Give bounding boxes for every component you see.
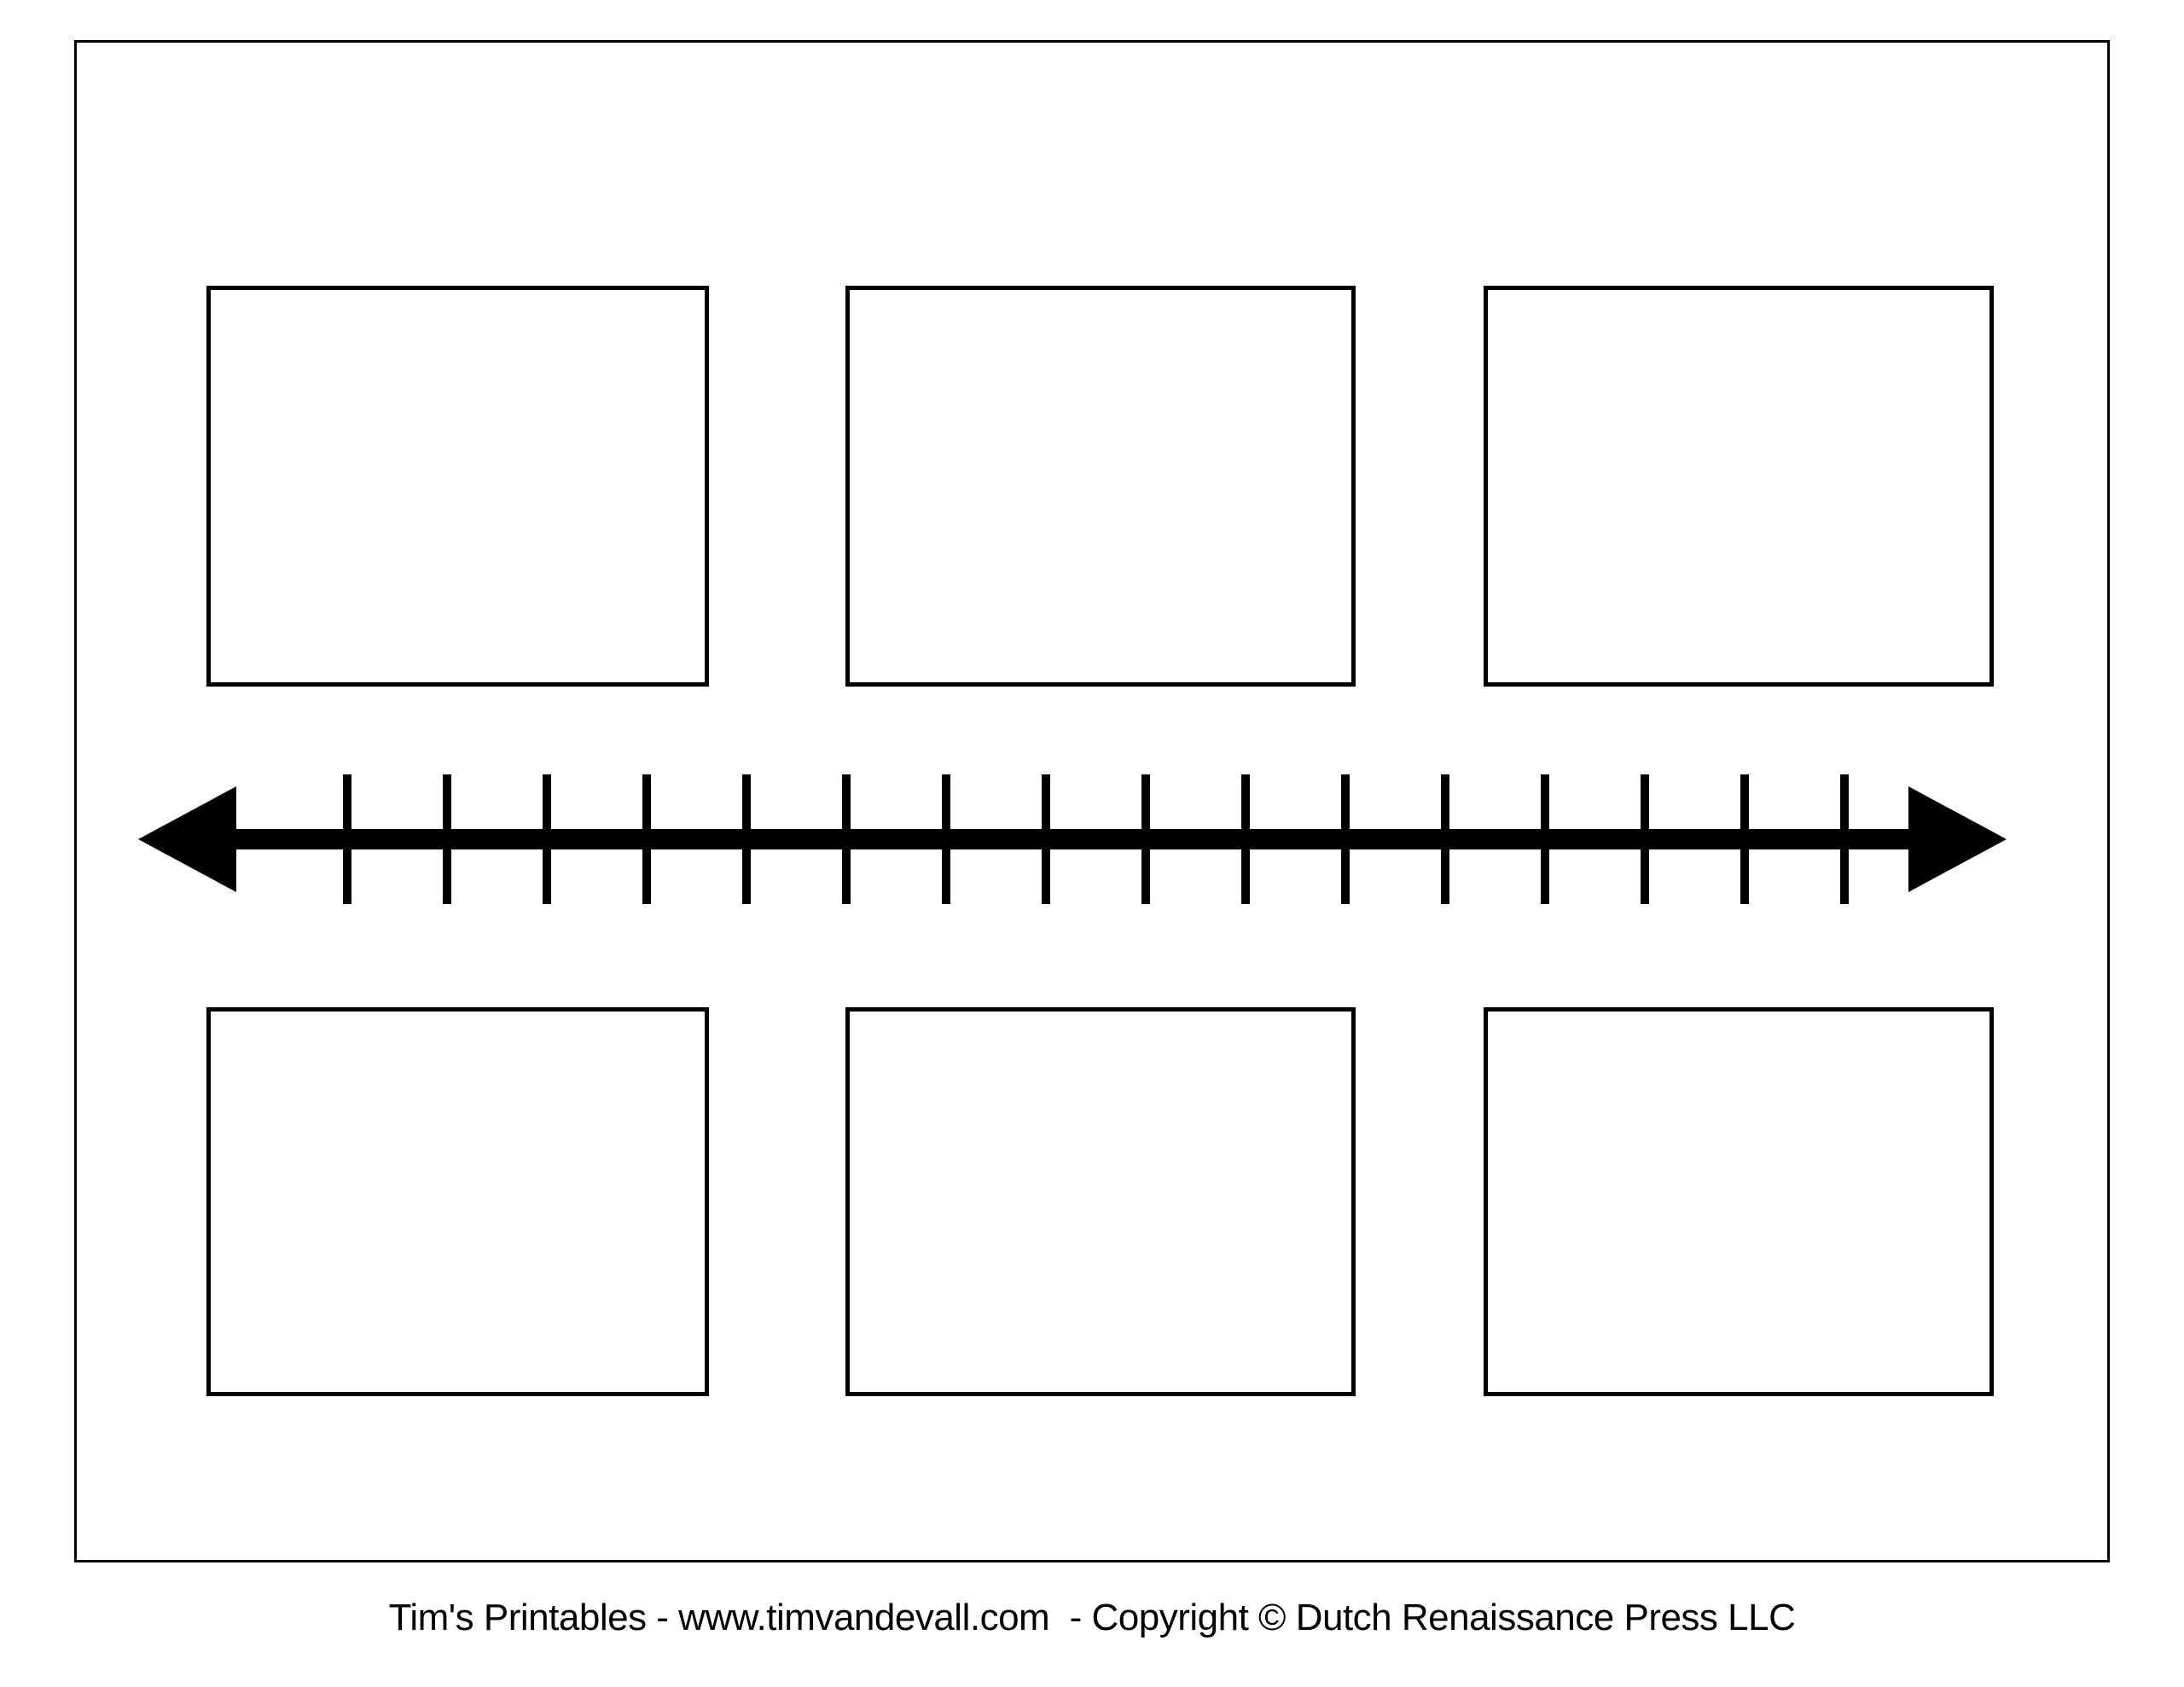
number-line-tick[interactable] [1441,774,1449,904]
number-line-tick[interactable] [1840,774,1849,904]
arrow-right-icon [1908,786,2007,892]
number-line-tick[interactable] [742,774,751,904]
number-line-tick[interactable] [642,774,651,904]
answer-box-bottom-right[interactable] [1484,1007,1994,1396]
number-line-tick[interactable] [942,774,950,904]
number-line-tick[interactable] [1141,774,1150,904]
number-line-tick[interactable] [343,774,351,904]
answer-box-top-right[interactable] [1484,286,1994,687]
footer-credit-text: Tim's Printables - www.timvandevall.com … [388,1597,1796,1638]
answer-box-top-center[interactable] [845,286,1356,687]
answer-box-top-left[interactable] [206,286,709,687]
answer-box-bottom-center[interactable] [845,1007,1356,1396]
arrow-left-icon [138,786,236,892]
number-line-svg [138,774,2007,904]
number-line-tick[interactable] [543,774,551,904]
number-line-tick[interactable] [1740,774,1749,904]
number-line-tick[interactable] [1241,774,1250,904]
number-line-tick[interactable] [1341,774,1350,904]
answer-box-bottom-left[interactable] [206,1007,709,1396]
page-border [74,40,2110,1562]
number-line-tick[interactable] [1042,774,1050,904]
number-line-tick[interactable] [1541,774,1549,904]
number-line-tick[interactable] [1641,774,1649,904]
number-line-tick[interactable] [443,774,451,904]
number-line[interactable] [0,751,2184,930]
number-line-shaft [236,829,1908,849]
number-line-tick[interactable] [842,774,851,904]
